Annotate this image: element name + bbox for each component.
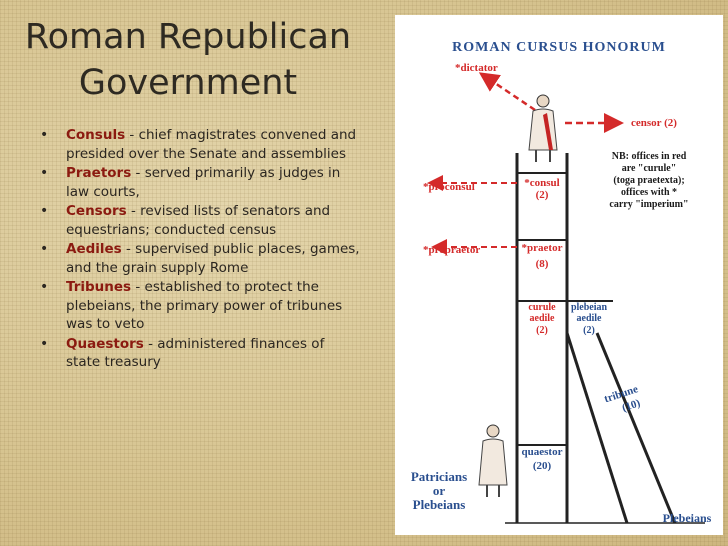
cursus-honorum-diagram: ROMAN CURSUS HONORUM *dictator censor (2… bbox=[395, 15, 723, 535]
consul-count: (2) bbox=[536, 189, 549, 201]
note-line-4: offices with * bbox=[621, 187, 677, 198]
curule-aedile-count: (2) bbox=[536, 325, 548, 336]
bullet-term: Praetors bbox=[66, 165, 132, 181]
plebeian-aedile-label: aedile bbox=[577, 313, 603, 324]
bullet-text: - served primarily as judges in law cour… bbox=[66, 165, 341, 200]
bullet-text: - chief magistrates convened and preside… bbox=[66, 127, 357, 162]
bullet-consuls: Consuls - chief magistrates convened and… bbox=[40, 126, 360, 163]
curule-aedile-label: aedile bbox=[530, 313, 556, 324]
praetor-label: *praetor bbox=[522, 242, 563, 254]
bullet-term: Consuls bbox=[66, 127, 126, 143]
quaestor-label: quaestor bbox=[522, 446, 563, 458]
note-line-2: are "curule" bbox=[622, 163, 677, 174]
or-label: or bbox=[433, 483, 446, 498]
note-line-1: NB: offices in red bbox=[612, 151, 687, 162]
plebeians-label-right: Plebeians bbox=[663, 511, 712, 525]
bullet-text: - revised lists of senators and equestri… bbox=[66, 203, 331, 238]
slide-title: Roman Republican Government bbox=[18, 14, 358, 106]
curule-label: curule bbox=[528, 302, 556, 313]
censor-label: censor (2) bbox=[631, 117, 677, 129]
bullet-text: - administered finances of state treasur… bbox=[66, 335, 325, 371]
praetor-count: (8) bbox=[536, 258, 549, 270]
bullet-term: Aediles bbox=[66, 241, 122, 257]
bullet-censors: Censors - revised lists of senators and … bbox=[40, 202, 360, 239]
bullet-aediles: Aediles - supervised public places, game… bbox=[40, 240, 360, 277]
bullet-tribunes: Tribunes - established to protect the pl… bbox=[40, 278, 360, 334]
diagram-title: ROMAN CURSUS HONORUM bbox=[452, 40, 666, 55]
patricians-label: Patricians bbox=[411, 469, 467, 484]
note-line-5: carry "imperium" bbox=[609, 199, 688, 210]
bullet-quaestors: Quaestors - administered finances of sta… bbox=[40, 335, 360, 372]
bullet-term: Censors bbox=[66, 203, 127, 219]
dictator-arrow bbox=[478, 72, 536, 112]
bullet-praetors: Praetors - served primarily as judges in… bbox=[40, 164, 360, 201]
plebeian-rail-right bbox=[595, 332, 677, 524]
plebeians-label-left: Plebeians bbox=[413, 497, 466, 512]
roman-citizen-figure-icon bbox=[478, 424, 508, 497]
title-line-1: Roman Republican bbox=[24, 17, 352, 57]
title-line-2: Government bbox=[78, 63, 298, 103]
plebeian-aedile-count: (2) bbox=[583, 325, 595, 336]
propraetor-label: *propraetor bbox=[423, 244, 480, 256]
cursus-honorum-svg: ROMAN CURSUS HONORUM *dictator censor (2… bbox=[411, 40, 712, 525]
tribune-count: (10) bbox=[621, 397, 642, 414]
quaestor-count: (20) bbox=[533, 460, 552, 472]
plebeian-rail-left bbox=[565, 332, 629, 524]
bullet-term: Tribunes bbox=[66, 279, 132, 295]
consul-label: *consul bbox=[524, 177, 559, 189]
bullet-text: - established to protect the plebeians, … bbox=[66, 279, 343, 332]
note-line-3: (toga praetexta); bbox=[613, 175, 684, 186]
roman-magistrate-figure-icon bbox=[528, 94, 558, 162]
plebeian-label: plebeian bbox=[571, 302, 608, 313]
bullet-list: Consuls - chief magistrates convened and… bbox=[40, 126, 360, 373]
bullet-text: - supervised public places, games, and t… bbox=[66, 241, 360, 276]
proconsul-label: *proconsul bbox=[423, 181, 475, 193]
dictator-label: *dictator bbox=[455, 62, 498, 74]
bullet-term: Quaestors bbox=[66, 335, 144, 352]
